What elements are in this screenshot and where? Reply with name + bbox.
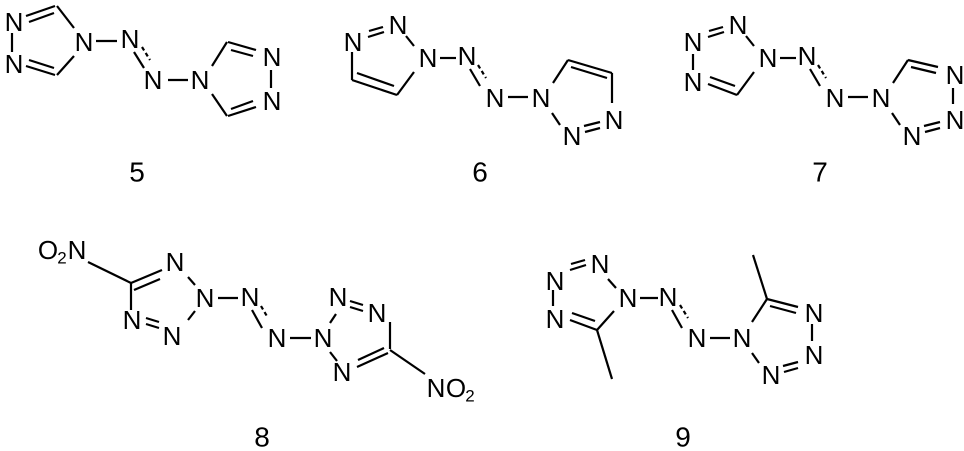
atom-n: N — [329, 282, 348, 312]
atom-n: N — [196, 283, 215, 313]
atom-n: N — [729, 10, 748, 40]
atom-n: N — [368, 298, 387, 328]
atom-n: N — [903, 121, 922, 151]
atom-n: N — [75, 27, 94, 57]
atom-n: N — [268, 323, 287, 353]
atom-n: N — [458, 41, 477, 71]
compound-5: N N N N N N N N 5 — [5, 4, 282, 188]
atom-n: N — [314, 323, 333, 353]
atom-n: N — [486, 83, 505, 113]
atom-n: N — [166, 247, 185, 277]
atom-n: N — [241, 282, 260, 312]
atom-n: N — [805, 298, 824, 328]
atom-n: N — [563, 121, 582, 151]
atom-n: N — [5, 49, 24, 79]
atom-n: N — [733, 323, 752, 353]
compound-label-7: 7 — [812, 157, 828, 188]
atom-n: N — [389, 10, 408, 40]
atom-n: N — [333, 357, 352, 387]
compound-7: N N N N N N N N N N 7 — [684, 10, 964, 188]
atom-n: N — [759, 43, 778, 73]
atom-n: N — [946, 105, 964, 135]
compound-6: N N N N N N N N 6 — [344, 10, 624, 188]
atom-n: N — [427, 373, 446, 403]
atom-n: N — [263, 42, 282, 72]
atom-n: N — [659, 282, 678, 312]
atom-n: N — [68, 235, 87, 265]
atom-n: N — [191, 65, 210, 95]
atom-n: N — [872, 83, 891, 113]
atom-n: N — [619, 283, 638, 313]
atom-n: N — [684, 67, 703, 97]
methyl-bond — [751, 254, 769, 300]
atom-n: N — [546, 304, 565, 334]
subscript-2: 2 — [57, 249, 66, 268]
compound-label-9: 9 — [675, 422, 691, 451]
atom-n: N — [123, 305, 142, 335]
atom-o: O — [446, 373, 466, 403]
atom-o: O — [38, 235, 58, 265]
subscript-2: 2 — [465, 387, 474, 406]
atom-n: N — [591, 249, 610, 279]
atom-n: N — [163, 321, 182, 351]
compound-9: N N N N N N N N N N 9 — [546, 249, 824, 451]
methyl-bond — [595, 329, 614, 380]
atom-n: N — [419, 43, 438, 73]
atom-n: N — [688, 323, 707, 353]
atom-n: N — [798, 41, 817, 71]
atom-n: N — [946, 60, 964, 90]
atom-n: N — [344, 27, 363, 57]
atom-n: N — [263, 86, 282, 116]
atom-n: N — [144, 65, 163, 95]
atom-n: N — [121, 24, 140, 54]
atom-n: N — [684, 27, 703, 57]
atom-n: N — [532, 83, 551, 113]
atom-n: N — [762, 360, 781, 390]
compound-label-6: 6 — [472, 157, 488, 188]
atom-n: N — [805, 340, 824, 370]
atom-n: N — [546, 266, 565, 296]
compound-label-8: 8 — [254, 422, 270, 451]
compound-8: O 2 N N O 2 N N N N N — [38, 235, 475, 451]
atom-n: N — [605, 105, 624, 135]
atom-n: N — [5, 7, 24, 37]
atom-n: N — [826, 83, 845, 113]
compound-label-5: 5 — [129, 157, 145, 188]
